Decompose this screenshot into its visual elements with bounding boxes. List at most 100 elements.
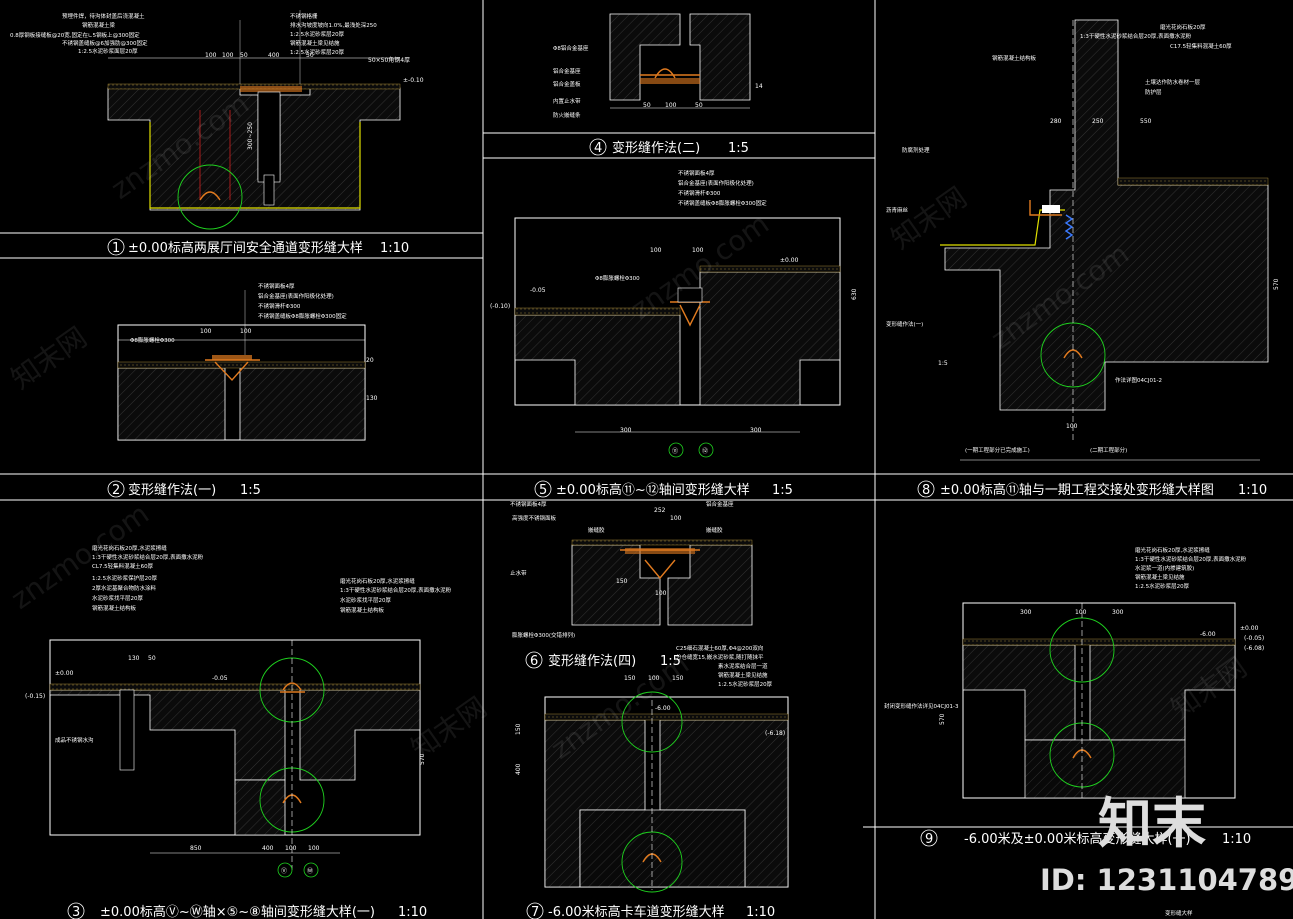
elevation: (-0.10) bbox=[490, 303, 510, 310]
elevation: -0.05 bbox=[530, 287, 546, 294]
detail-number: 5 bbox=[539, 483, 547, 498]
dimension: 100 bbox=[650, 247, 662, 254]
elevation: -6.00 bbox=[655, 705, 671, 712]
panel-4-notes: Φ8铝合金基座 铝合金基座 铝合金盖板 内置止水带 防火嵌缝条 50 100 5… bbox=[553, 44, 763, 119]
note: 1:3干硬性水泥砂浆结合层20厚,表面撒水泥粉 bbox=[340, 586, 452, 594]
note: 不锈钢面板4厚 bbox=[510, 500, 547, 508]
panel-5-notes: 不锈钢面板4厚 铝合金基座(表面作阳极化处理) 不锈钢滑杆Φ300 不锈钢盖缝板… bbox=[490, 169, 858, 434]
note: 铝合金基座 bbox=[553, 67, 581, 75]
note: 分仓缝宽15,嵌水泥砂浆,随打随抹平 bbox=[676, 653, 764, 661]
panel-6-detail bbox=[571, 539, 753, 626]
brand-id: ID: 1231104789 bbox=[1040, 863, 1293, 897]
note: 磨光花岗石板20厚,水泥浆擦缝 bbox=[1135, 546, 1210, 554]
note: 1:2.5水泥砂浆层20厚 bbox=[290, 48, 345, 56]
dimension: 150 bbox=[672, 675, 684, 682]
panel-6-title: 6 变形缝作法(四) 1:5 bbox=[525, 651, 681, 669]
note: 封闭变形缝作法详见04CJ01-3 bbox=[884, 702, 959, 710]
dimension: 100 bbox=[222, 52, 234, 59]
elevation: -6.00 bbox=[1200, 631, 1216, 638]
dimension: 400 bbox=[515, 763, 522, 775]
note: 铝合金基座(表面作阳极化处理) bbox=[678, 179, 754, 187]
panel-1-detail bbox=[107, 10, 401, 230]
dimension: 280 bbox=[1050, 118, 1062, 125]
dimension: 100 bbox=[1066, 423, 1078, 430]
detail-number: 9 bbox=[925, 832, 933, 847]
detail-scale: 1:5 bbox=[660, 654, 681, 669]
detail-number: 3 bbox=[72, 905, 80, 919]
note: 预埋件焊，待沟体封盖后浇混凝土 bbox=[62, 12, 145, 20]
panel-8-title: 8 ±0.00标高⑪轴与一期工程交接处变形缝大样图 1:10 bbox=[917, 480, 1267, 498]
scale-note: 1:5 bbox=[938, 360, 948, 367]
note: 1:2.5水泥砂浆层20厚 bbox=[1135, 582, 1190, 590]
dimension: 14 bbox=[755, 83, 763, 90]
note: CL7.5轻集料混凝土60厚 bbox=[92, 562, 154, 570]
note: Φ8膨胀螺栓Φ300 bbox=[595, 274, 640, 282]
detail-number: 4 bbox=[594, 141, 602, 156]
note: 1:3干硬性水泥砂浆结合层20厚,表面撒水泥粉 bbox=[92, 553, 204, 561]
note: 膨胀螺栓Φ300(交错排列) bbox=[512, 631, 575, 639]
axis-label: ⑫ bbox=[702, 447, 708, 455]
note: 内置止水带 bbox=[553, 97, 581, 105]
note: 防腐剂处理 bbox=[902, 146, 930, 154]
note: 作法详图04CJ01-2 bbox=[1115, 376, 1162, 384]
note: 沥青麻丝 bbox=[886, 206, 909, 214]
panel-9-detail bbox=[962, 602, 1236, 800]
elevation: ±-0.10 bbox=[403, 77, 424, 84]
note: 嵌缝胶 bbox=[588, 526, 605, 534]
note: 钢筋混凝土结构板 bbox=[340, 606, 385, 614]
brand-logo: 知末 bbox=[1098, 792, 1206, 855]
axis-label: Ⓦ bbox=[307, 867, 313, 875]
note: 不锈钢面板4厚 bbox=[258, 282, 295, 290]
note: 钢筋混凝土梁见结施 bbox=[1135, 573, 1185, 581]
elevation: ±0.00 bbox=[1240, 625, 1259, 632]
dimension: 50 bbox=[240, 52, 248, 59]
dimension: 252 bbox=[654, 507, 666, 514]
panel-8-notes: 磨光花岗石板20厚 1:3干硬性水泥砂浆结合层20厚,表面撒水泥粉 C17.5轻… bbox=[886, 23, 1280, 454]
panel-5-title: 5 ±0.00标高⑪~⑫轴间变形缝大样 1:5 bbox=[534, 480, 793, 498]
dimension: 100 bbox=[1075, 609, 1087, 616]
dimension: 100 bbox=[200, 328, 212, 335]
dimension: 100 bbox=[285, 845, 297, 852]
panel-1-title: 1 ±0.00标高两展厅间安全通道变形缝大样 1:10 bbox=[107, 238, 409, 256]
note: 2厚水泥基聚合物防水涂料 bbox=[92, 584, 157, 592]
note: 防火嵌缝条 bbox=[553, 111, 581, 119]
note: 1:2.5水泥砂浆层20厚 bbox=[290, 30, 345, 38]
dimension: 250 bbox=[1092, 118, 1104, 125]
dimension: 300 bbox=[620, 427, 632, 434]
note: 水泥砂浆找平层20厚 bbox=[92, 594, 143, 602]
note: Φ8膨胀螺栓Φ300 bbox=[130, 336, 175, 344]
note: 土壤达作防水卷材一层 bbox=[1145, 78, 1201, 86]
dimension: 130 bbox=[366, 395, 378, 402]
note: 不锈钢盖缝板Φ8膨胀螺栓Φ300固定 bbox=[678, 199, 767, 207]
panel-5-axes: ⑪ ⑫ bbox=[668, 442, 714, 458]
detail-scale: 1:10 bbox=[398, 905, 427, 919]
dimension: 130 bbox=[128, 655, 140, 662]
elevation: -0.05 bbox=[212, 675, 228, 682]
dimension: 300~250 bbox=[247, 122, 254, 150]
panel-7-title: 7 -6.00米标高卡车道变形缝大样 1:10 bbox=[526, 902, 775, 919]
detail-title: ±0.00标高Ⓥ~Ⓦ轴×⑤~⑧轴间变形缝大样(一) bbox=[100, 904, 375, 919]
note: 不锈钢格栅 bbox=[290, 12, 318, 20]
panel-7-notes: C25细石混凝土60厚,Φ4@200双向 分仓缝宽15,嵌水泥砂浆,随打随抹平 … bbox=[515, 644, 785, 775]
panel-4-detail bbox=[609, 13, 751, 109]
dimension: 100 bbox=[692, 247, 704, 254]
note: 铝合金基座 bbox=[706, 500, 734, 508]
dimension: 850 bbox=[190, 845, 202, 852]
detail-title: 变形缝作法(四) bbox=[548, 653, 636, 669]
note: 变形缝作法(一) bbox=[886, 320, 923, 328]
detail-title: 变形缝作法(二) bbox=[612, 140, 700, 156]
panel-1-notes: 预埋件焊，待沟体封盖后浇混凝土 0.8厚钢板接缝板@20宽,固定在∟5钢板上@3… bbox=[10, 12, 424, 150]
panel-8-detail bbox=[940, 19, 1269, 461]
dimension: 570 bbox=[939, 713, 946, 725]
panel-9-title: 9 -6.00米及±0.00米标高变形缝大样(一) 1:10 变形缝大样 bbox=[920, 829, 1251, 917]
detail-scale: 1:5 bbox=[240, 483, 261, 498]
dimension: 100 bbox=[205, 52, 217, 59]
note: 0.8厚钢板接缝板@20宽,固定在∟5钢板上@300固定 bbox=[10, 31, 140, 39]
note: 成品不锈钢水沟 bbox=[55, 736, 94, 744]
detail-number: 1 bbox=[112, 241, 120, 256]
dimension: 570 bbox=[419, 753, 426, 765]
elevation: ±0.00 bbox=[55, 670, 74, 677]
dimension: 150 bbox=[616, 578, 628, 585]
panel-5-detail bbox=[514, 217, 841, 433]
dimension: 400 bbox=[268, 52, 280, 59]
